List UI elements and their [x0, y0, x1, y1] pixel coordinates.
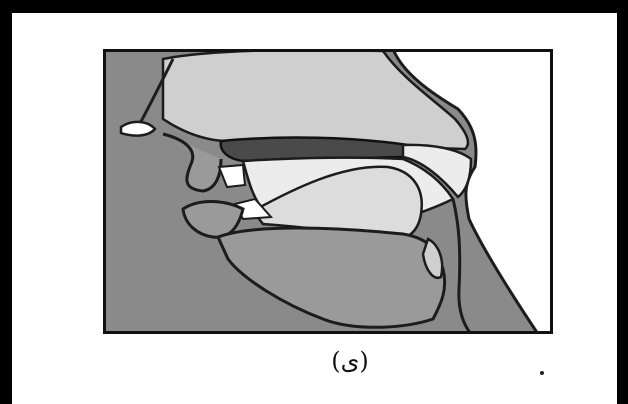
frame-border-right	[617, 0, 628, 404]
frame-border-top	[0, 0, 628, 13]
figure-caption: (ى)	[300, 344, 400, 378]
vocal-tract-diagram	[103, 49, 553, 334]
frame-border-left	[0, 0, 12, 404]
stray-dot	[540, 371, 544, 375]
nostril	[121, 122, 155, 136]
